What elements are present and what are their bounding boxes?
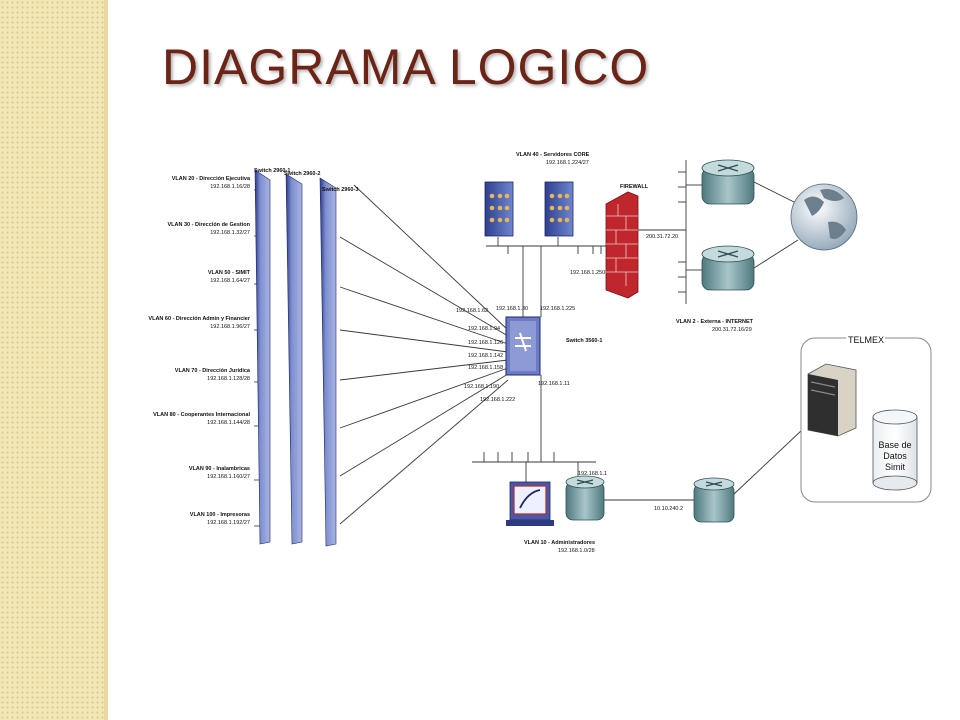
- core-left-ips: 192.168.1.62 192.168.1.94 192.168.1.126 192…: [456, 308, 515, 403]
- core-top-ip-1: 192.168.1.30: [496, 306, 528, 312]
- external-router-2: [701, 245, 755, 291]
- vlan40-net: 192.168.1.224/27: [546, 160, 589, 166]
- external-vlan-net: 200.31.72.16/29: [712, 327, 752, 333]
- switch-panel-3: [319, 177, 337, 547]
- vlan-name: VLAN 70 - Dirección Jurídica: [175, 368, 251, 374]
- admin-workstation-icon: [506, 481, 554, 526]
- vlan-name: VLAN 50 - SIMIT: [208, 270, 251, 276]
- core-left-ip: 192.168.1.190: [464, 384, 499, 390]
- core-switch-label: Switch 3560-1: [566, 338, 602, 344]
- vlan-name: VLAN 20 - Dirección Ejecutiva: [172, 176, 251, 182]
- vlan-network: 192.168.1.144/28: [207, 420, 250, 426]
- core-left-ip: 192.168.1.158: [468, 365, 503, 371]
- wan-router: [693, 477, 735, 523]
- admin-router: [565, 475, 605, 521]
- database-label-line3: Simit: [885, 462, 905, 472]
- firewall-outside-ip: 200.31.72.20: [646, 234, 678, 240]
- vlan-network: 192.168.1.32/27: [210, 230, 250, 236]
- switch-panel-1: [254, 169, 271, 545]
- telmex-label: TELMEX: [848, 335, 884, 345]
- switch-label-3: Switch 2960-3: [322, 187, 358, 193]
- vlan40-name: VLAN 40 - Servidores CORE: [516, 152, 590, 158]
- admin-vlan-name: VLAN 10 - Administradores: [524, 540, 595, 546]
- firewall-label: FIREWALL: [620, 184, 649, 190]
- external-vlan-name: VLAN 2 - Externa - INTERNET: [676, 319, 754, 325]
- core-top-ip-2: 192.168.1.225: [540, 306, 575, 312]
- core-left-ip: 192.168.1.222: [480, 397, 515, 403]
- network-diagram: VLAN 20 - Dirección Ejecutiva 192.168.1.1…: [148, 152, 932, 554]
- core-left-ip: 192.168.1.126: [468, 340, 503, 346]
- vlan-network: 192.168.1.160/27: [207, 474, 250, 480]
- core-left-ip: 192.168.1.94: [468, 326, 500, 332]
- admin-bus: [472, 375, 803, 501]
- server-1: [484, 181, 514, 237]
- core-bottom-ip: 192.168.1.11: [538, 381, 570, 387]
- firewall-inside-ip: 192.168.1.250: [570, 270, 605, 276]
- decorative-side-strip: [0, 0, 104, 720]
- vlan-network: 192.168.1.96/27: [210, 324, 250, 330]
- vlan-network: 192.168.1.192/27: [207, 520, 250, 526]
- slide-title: DIAGRAMA LOGICO: [162, 39, 650, 95]
- vlan-network: 192.168.1.128/28: [207, 376, 250, 382]
- core-switch: [505, 316, 541, 376]
- vlan-list: VLAN 20 - Dirección Ejecutiva 192.168.1.1…: [148, 176, 266, 527]
- telmex-server-icon: [807, 363, 857, 437]
- server-2: [544, 181, 574, 237]
- vlan-network: 192.168.1.16/28: [210, 184, 250, 190]
- core-left-ip: 192.168.1.142: [468, 353, 503, 359]
- admin-router-ip: 192.168.1.1: [578, 471, 607, 477]
- switch-label-1: Switch 2960-1: [254, 168, 290, 174]
- external-bus: [638, 160, 799, 304]
- external-router-1: [701, 159, 755, 205]
- core-left-ip: 192.168.1.62: [456, 308, 488, 314]
- side-strip-edge: [104, 0, 108, 720]
- server-bus: [486, 237, 608, 317]
- switch-core-links: [339, 184, 509, 525]
- vlan-name: VLAN 30 - Dirección de Gestion: [167, 222, 250, 228]
- database-icon: [872, 409, 918, 491]
- database-label-line2: Datos: [883, 451, 907, 461]
- vlan-name: VLAN 90 - Inalambricas: [189, 466, 250, 472]
- switch-panel-2: [285, 173, 303, 545]
- vlan-network: 192.168.1.64/27: [210, 278, 250, 284]
- vlan-name: VLAN 80 - Cooperantes Internacional: [153, 412, 250, 418]
- internet-globe-icon: [790, 183, 858, 251]
- firewall: [605, 191, 639, 299]
- vlan-name: VLAN 100 - Impresoras: [190, 512, 250, 518]
- database-label-line1: Base de: [878, 440, 911, 450]
- wan-ip: 10.10.240.2: [654, 506, 683, 512]
- vlan-name: VLAN 60 - Dirección Admin y Financier: [148, 316, 250, 322]
- admin-vlan-net: 192.168.1.0/28: [558, 548, 595, 554]
- switch-label-2: Switch 2960-2: [284, 171, 320, 177]
